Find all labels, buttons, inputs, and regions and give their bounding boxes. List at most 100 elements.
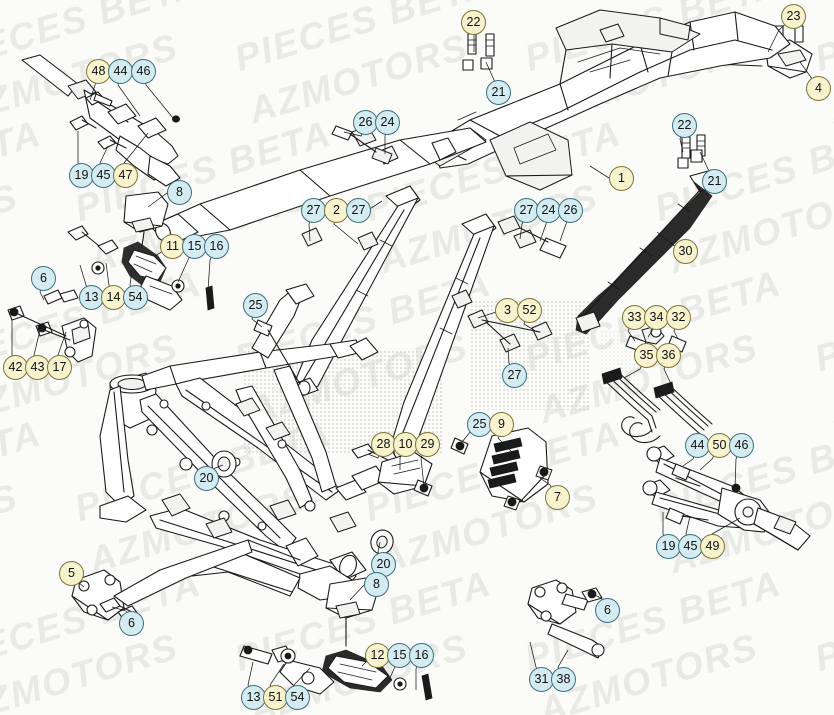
callout-34[interactable]: 34 [644,305,669,330]
callout-label: 22 [466,15,481,30]
callout-19[interactable]: 19 [656,534,681,559]
callout-27[interactable]: 27 [502,363,527,388]
callout-20[interactable]: 20 [194,466,219,491]
callout-label: 21 [707,174,722,189]
callout-label: 49 [705,539,720,554]
callout-3[interactable]: 3 [495,298,520,323]
callout-27[interactable]: 27 [346,198,371,223]
callout-label: 27 [519,203,534,218]
callout-46[interactable]: 46 [729,433,754,458]
callout-label: 20 [199,471,214,486]
callout-47[interactable]: 47 [113,163,138,188]
callout-label: 51 [268,690,283,705]
callout-16[interactable]: 16 [204,234,229,259]
callout-label: 16 [209,239,224,254]
callout-42[interactable]: 42 [3,355,28,380]
callout-50[interactable]: 50 [707,433,732,458]
callout-label: 15 [392,648,407,663]
callout-36[interactable]: 36 [656,343,681,368]
callout-54[interactable]: 54 [285,685,310,710]
callout-22[interactable]: 22 [461,10,486,35]
callout-15[interactable]: 15 [387,643,412,668]
callout-49[interactable]: 49 [700,534,725,559]
callout-label: 47 [118,168,133,183]
callout-21[interactable]: 21 [486,80,511,105]
callout-4[interactable]: 4 [806,76,831,101]
callout-52[interactable]: 52 [517,298,542,323]
callout-6[interactable]: 6 [595,598,620,623]
callout-label: 13 [84,290,99,305]
callout-43[interactable]: 43 [25,355,50,380]
callout-32[interactable]: 32 [666,305,691,330]
callout-29[interactable]: 29 [415,432,440,457]
callout-label: 6 [604,603,611,618]
callout-38[interactable]: 38 [551,667,576,692]
fastener-group-22-21-left [462,33,495,71]
callout-label: 25 [472,417,487,432]
callout-label: 10 [398,437,413,452]
callout-45[interactable]: 45 [678,534,703,559]
callout-12[interactable]: 12 [365,643,390,668]
callout-45[interactable]: 45 [91,163,116,188]
callout-1[interactable]: 1 [609,166,634,191]
callout-54[interactable]: 54 [123,285,148,310]
callout-21[interactable]: 21 [702,169,727,194]
callout-label: 20 [376,557,391,572]
callout-8[interactable]: 8 [364,572,389,597]
callout-label: 6 [128,616,135,631]
callout-6[interactable]: 6 [31,266,56,291]
callout-label: 48 [91,64,106,79]
callout-28[interactable]: 28 [371,432,396,457]
part-group-bracket-17 [7,305,97,363]
callout-5[interactable]: 5 [59,561,84,586]
callout-label: 50 [712,438,727,453]
callout-48[interactable]: 48 [86,59,111,84]
callout-label: 29 [420,437,435,452]
callout-label: 16 [414,648,429,663]
callout-51[interactable]: 51 [263,685,288,710]
callout-35[interactable]: 35 [634,343,659,368]
callout-label: 27 [306,203,321,218]
callout-7[interactable]: 7 [545,485,570,510]
fastener-26-24 [331,125,393,165]
callout-label: 32 [671,310,686,325]
callout-25[interactable]: 25 [467,412,492,437]
callout-24[interactable]: 24 [536,198,561,223]
callout-30[interactable]: 30 [673,239,698,264]
callout-9[interactable]: 9 [489,412,514,437]
callout-24[interactable]: 24 [375,110,400,135]
callout-label: 27 [507,368,522,383]
callout-44[interactable]: 44 [108,59,133,84]
callout-44[interactable]: 44 [685,433,710,458]
callout-25[interactable]: 25 [243,293,268,318]
callout-23[interactable]: 23 [781,4,806,29]
callout-16[interactable]: 16 [409,643,434,668]
callout-6[interactable]: 6 [119,611,144,636]
callout-label: 23 [786,9,801,24]
callout-19[interactable]: 19 [69,163,94,188]
callout-label: 25 [248,298,263,313]
part-group-bracket-5 [71,539,253,621]
callout-13[interactable]: 13 [241,685,266,710]
callout-label: 26 [563,203,578,218]
callout-26[interactable]: 26 [558,198,583,223]
fastener-group-22-21-right [677,134,706,169]
callout-22[interactable]: 22 [672,113,697,138]
callout-26[interactable]: 26 [353,110,378,135]
callout-label: 11 [166,239,179,254]
callout-label: 30 [678,244,693,259]
callout-31[interactable]: 31 [529,667,554,692]
callout-label: 44 [690,438,705,453]
callout-label: 14 [106,290,121,305]
callout-label: 46 [734,438,749,453]
callout-8[interactable]: 8 [167,180,192,205]
fastener-27-24-26 [497,215,567,259]
callout-label: 38 [556,672,571,687]
callout-label: 13 [246,690,261,705]
callout-2[interactable]: 2 [324,198,349,223]
callout-46[interactable]: 46 [131,59,156,84]
callout-13[interactable]: 13 [79,285,104,310]
callout-27[interactable]: 27 [301,198,326,223]
callout-17[interactable]: 17 [47,355,72,380]
